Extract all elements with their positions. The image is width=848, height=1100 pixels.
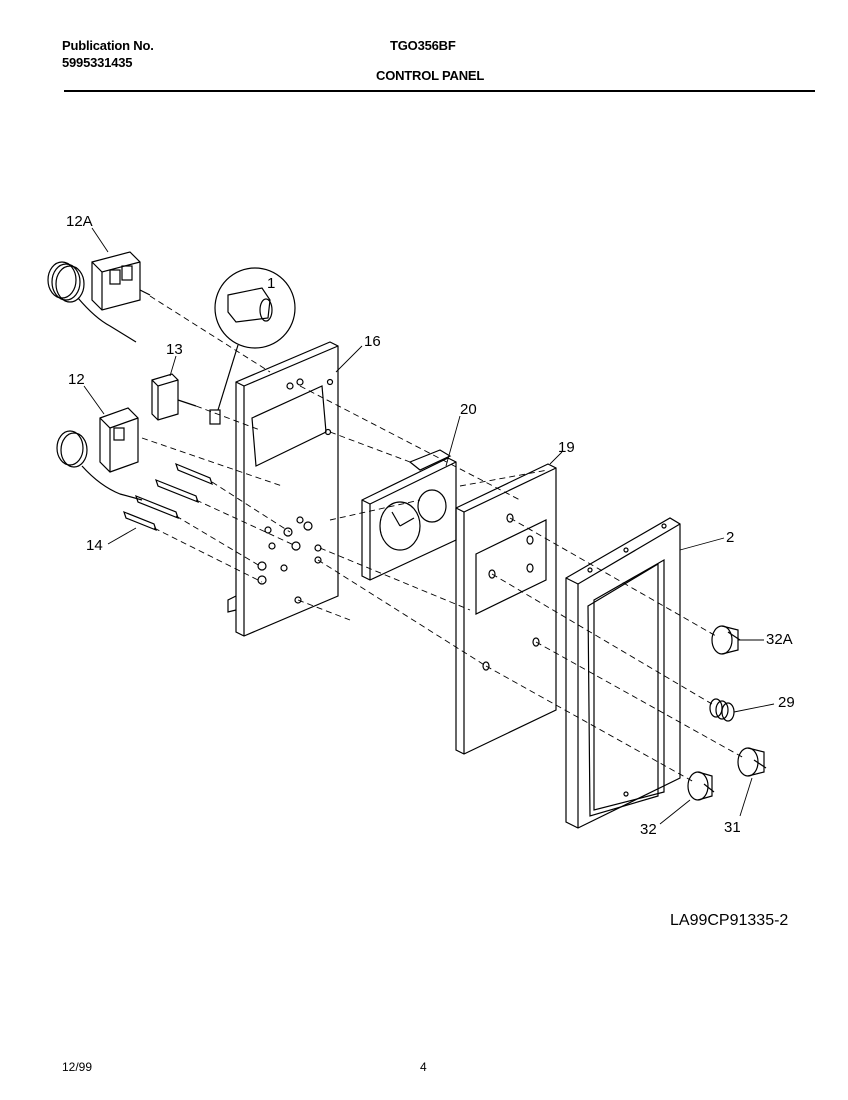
part-12-thermostat	[56, 407, 143, 501]
publication-number: 5995331435	[62, 55, 133, 70]
footer-date: 12/99	[62, 1060, 93, 1074]
part-19-overlay	[455, 463, 557, 755]
callout-20: 20	[460, 401, 477, 418]
footer-page-number: 4	[420, 1060, 427, 1074]
part-2-frame	[565, 517, 681, 829]
callout-32a: 32A	[766, 631, 793, 648]
callout-32: 32	[640, 821, 657, 838]
section-title: CONTROL PANEL	[376, 68, 485, 83]
part-16-bracket	[227, 341, 339, 637]
part-12a-thermostat	[47, 251, 151, 343]
callout-2: 2	[726, 529, 734, 546]
publication-label: Publication No.	[62, 38, 154, 53]
leader-lines	[83, 227, 775, 825]
part-20-clock	[361, 449, 457, 581]
part-31-knob	[737, 747, 767, 777]
part-32-knob	[687, 771, 715, 801]
callout-29: 29	[778, 694, 795, 711]
header-rule	[64, 90, 815, 92]
callout-1: 1	[267, 275, 275, 292]
callout-16: 16	[364, 333, 381, 350]
callout-13: 13	[166, 341, 183, 358]
callout-12a: 12A	[66, 213, 93, 230]
part-13-switch	[151, 373, 197, 421]
assembly-lines	[141, 295, 745, 783]
callout-12: 12	[68, 371, 85, 388]
callout-14: 14	[86, 537, 103, 554]
callout-31: 31	[724, 819, 741, 836]
part-29-spring	[709, 698, 735, 722]
part-32a-knob	[711, 625, 741, 655]
drawing-code: LA99CP91335-2	[670, 912, 789, 929]
part-1-clip-detail	[214, 267, 296, 411]
part-14-sleeves	[123, 409, 221, 532]
model-number: TGO356BF	[390, 38, 456, 53]
callout-19: 19	[558, 439, 575, 456]
